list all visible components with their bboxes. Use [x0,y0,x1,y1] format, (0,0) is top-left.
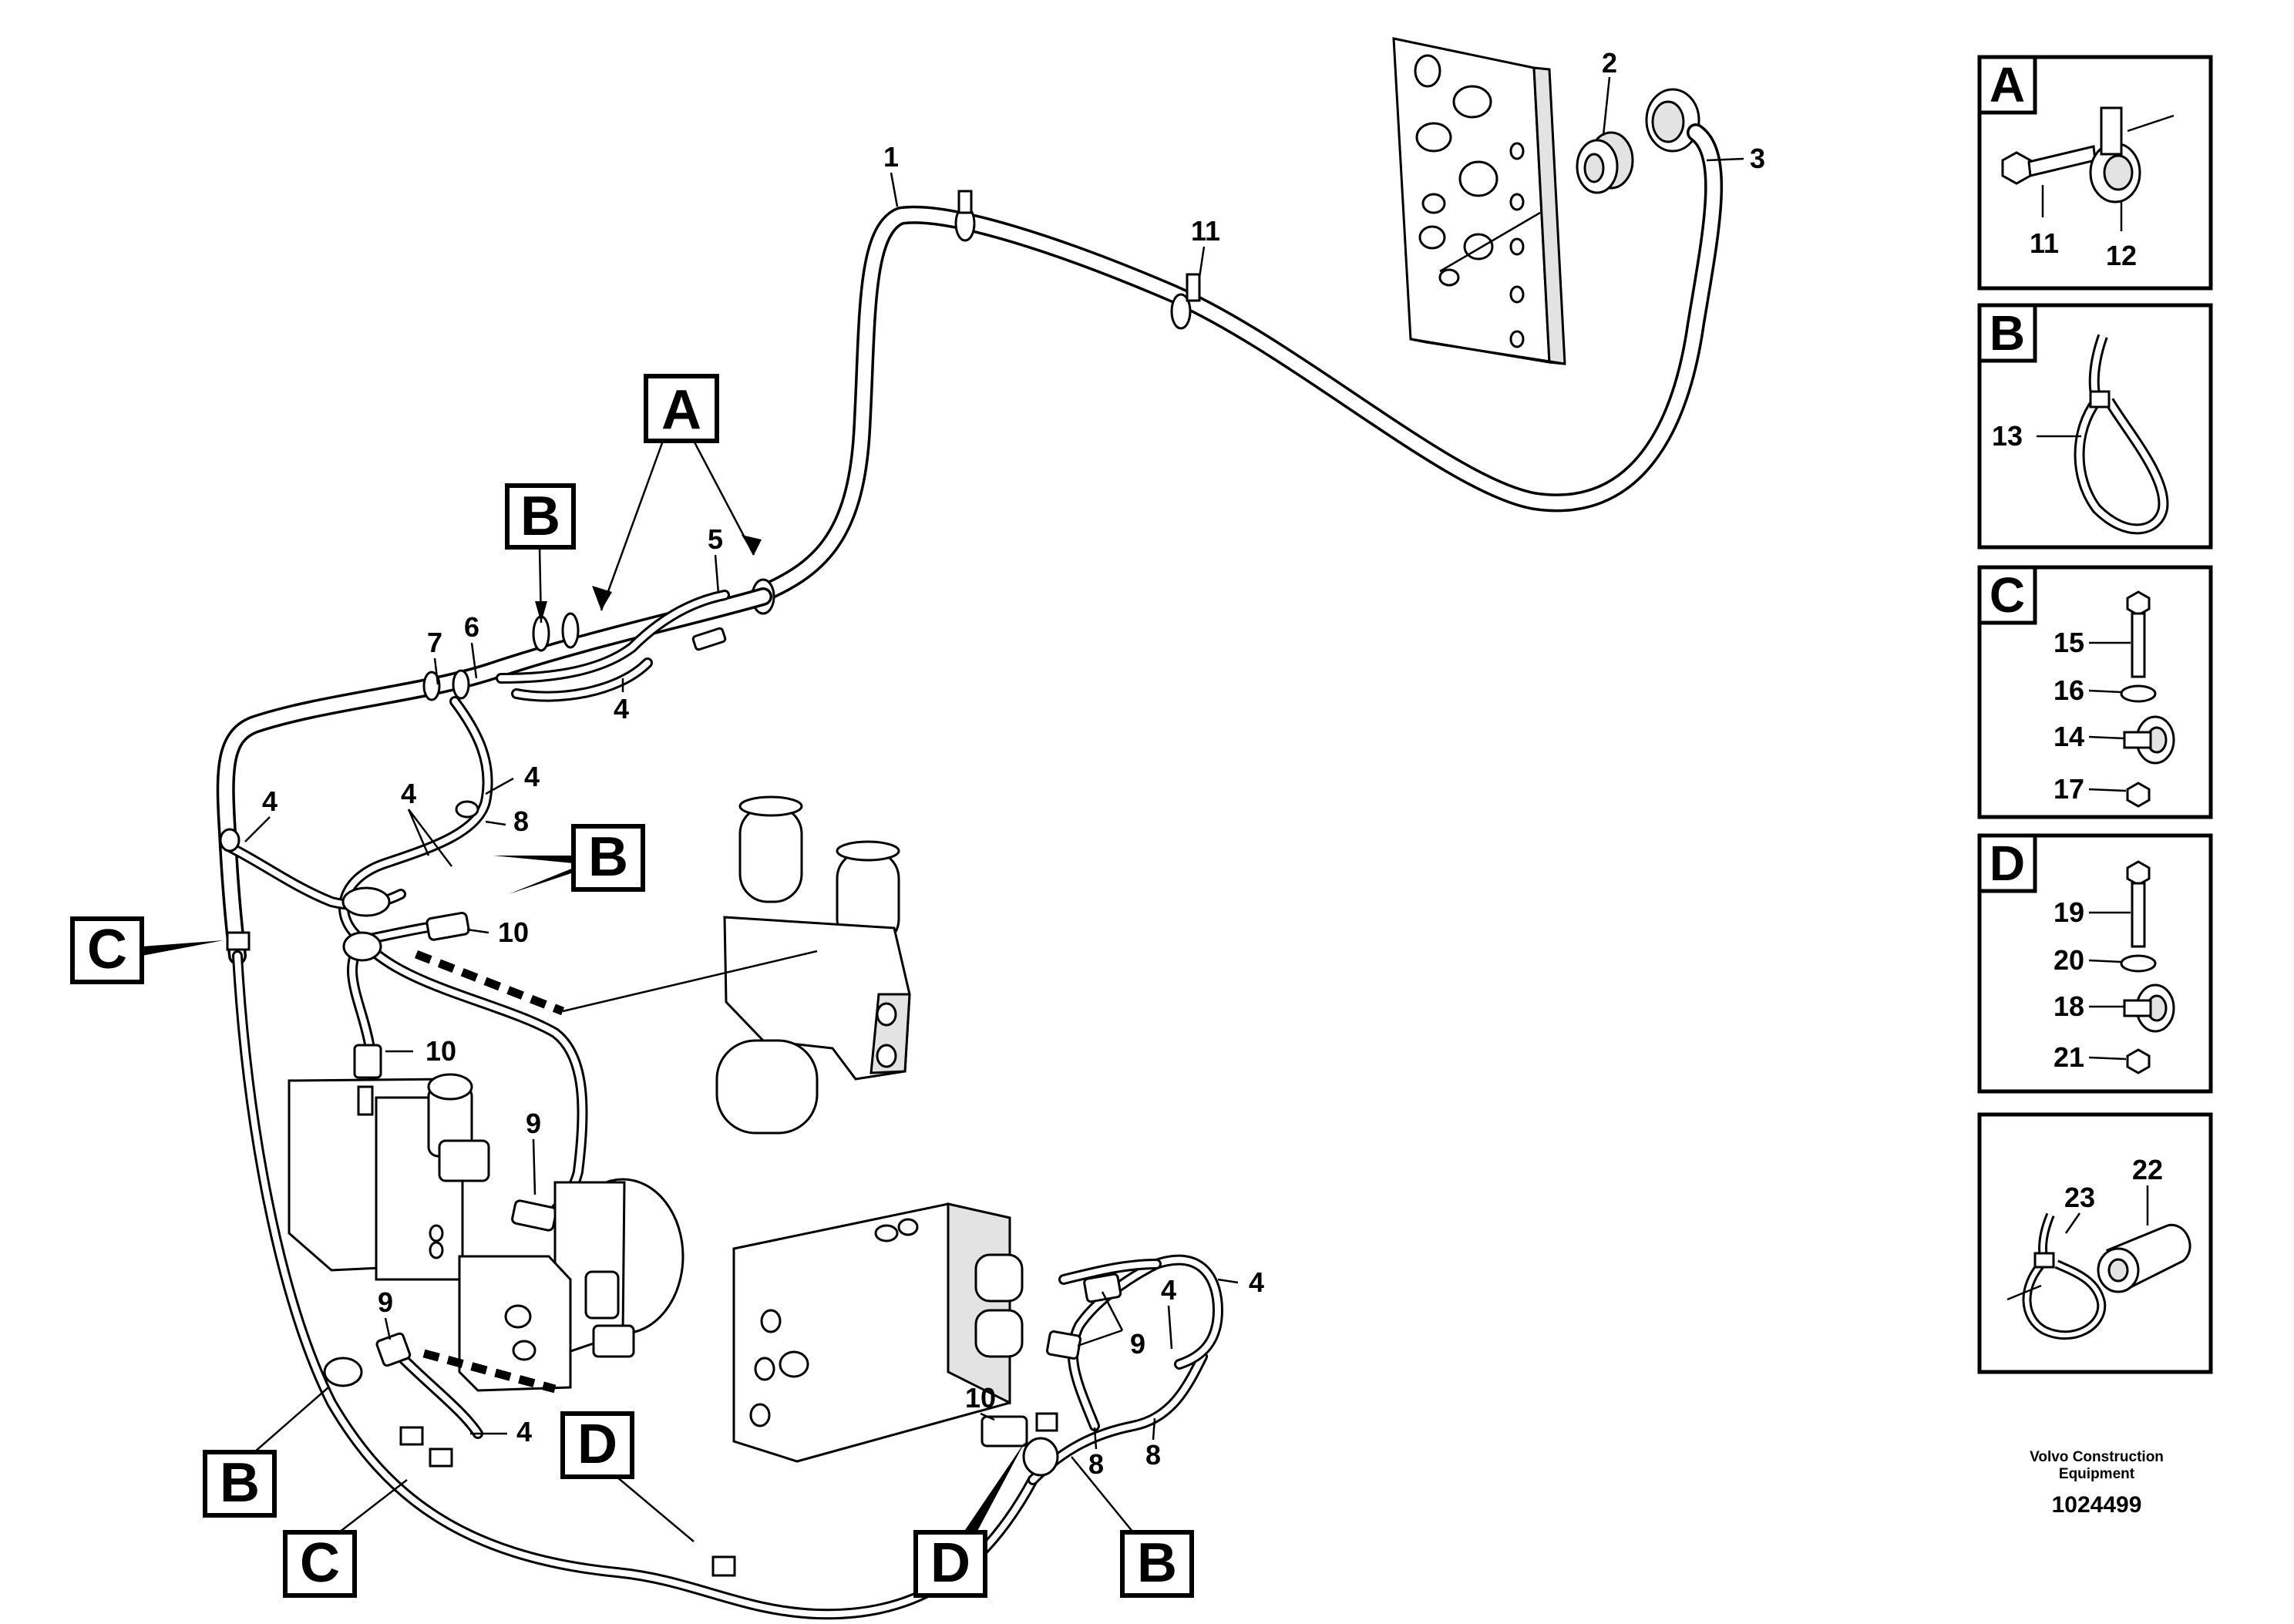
part-label-4-c: 4 [262,785,278,817]
callout-boxes: A B B C B C D D B [70,374,1194,1598]
part-number-labels: 1 2 3 11 5 6 7 4 4 4 4 8 10 10 9 9 4 4 [244,47,1765,1480]
panel-b-letter: B [1990,305,2025,361]
main-valve-block [732,1202,1024,1463]
callout-c-label-left: C [87,919,127,980]
nut-icon [2126,782,2151,808]
part-label-6: 6 [464,611,479,643]
panel-a-letter: A [1990,57,2025,113]
part-label-3: 3 [1750,143,1765,174]
part-label-4-d: 4 [401,778,416,809]
clamp-icon [2123,715,2175,765]
part-label-10-b: 10 [426,1035,456,1067]
clamp-icon [2089,106,2141,203]
washer-icon [2120,684,2157,703]
panel-d-letter: D [1990,836,2025,891]
drawing-number: 1024499 [2052,1492,2142,1518]
part-label-9-c: 9 [1130,1328,1145,1360]
manufacturer-line-1: Volvo Construction [2030,1449,2164,1465]
part-label-10-a: 10 [498,916,529,948]
part-label-5: 5 [708,523,723,555]
panel-c-letter: C [1990,567,2025,623]
bolt-icon [2126,860,2151,948]
cable-tie-icon [2022,1212,2107,1340]
part-label-21: 21 [2054,1041,2084,1073]
part-label-13: 13 [1992,420,2023,452]
callout-b-label-lower-left: B [220,1452,260,1514]
detail-panel-b: B 13 [1977,303,2213,550]
pump-motor [458,1178,684,1392]
callout-d-box-right [913,1530,987,1598]
connectors [353,627,1122,1447]
part-label-4-e: 4 [516,1416,532,1447]
manufacturer-line-2: Equipment [2059,1466,2135,1482]
bulkhead-fitting [1576,131,1634,194]
part-label-20: 20 [2054,944,2084,976]
solenoid-valve-left [288,1073,490,1281]
main-hose [750,123,1724,615]
part-label-10-c: 10 [965,1382,996,1414]
washer-icon [2120,954,2157,973]
cable-tie-icon [2074,334,2169,535]
detail-panel-d: D 19 20 18 21 [1977,833,2213,1094]
part-label-11-top: 11 [1191,215,1220,247]
part-label-18: 18 [2054,990,2084,1022]
callout-b-label-right: B [1137,1532,1177,1594]
dashed-links [415,950,818,1394]
part-label-9-b: 9 [378,1286,393,1318]
callout-c-label-lower: C [300,1532,340,1594]
callout-d-box-middle [560,1411,634,1479]
part-label-4-b: 4 [524,761,540,792]
callout-b-label-upper: B [520,486,560,547]
callout-b-box-lower-left [203,1450,277,1518]
part-label-2: 2 [1602,47,1617,79]
clamp-icon [2123,983,2175,1033]
detail-panel-e: 23 22 [1977,1112,2213,1374]
part-label-11-panel: 11 [2030,227,2059,259]
callout-c-box-left [70,916,144,984]
part-label-8-a: 8 [513,805,529,837]
nut-icon [2126,1048,2151,1074]
callout-b-box-right [1120,1530,1194,1598]
part-label-4-a: 4 [614,693,629,725]
callout-b-box-upper [505,483,576,550]
callout-c-box-lower [283,1530,357,1598]
sleeve-icon [2097,1223,2191,1293]
part-label-19: 19 [2054,896,2084,928]
callout-b-label-middle: B [588,826,628,888]
part-label-8-b: 8 [1088,1448,1104,1480]
elbow-fitting [1645,88,1700,153]
part-label-17: 17 [2054,773,2084,805]
part-label-12: 12 [2106,240,2137,271]
callout-d-label-right: D [930,1532,970,1594]
callout-a-label: A [661,379,701,441]
detail-panel-c: C 15 16 14 17 [1977,565,2213,819]
part-label-15: 15 [2054,627,2084,658]
part-label-4-f: 4 [1249,1266,1264,1298]
part-label-14: 14 [2054,721,2084,752]
part-label-4-g: 4 [1161,1274,1176,1306]
part-label-7: 7 [427,627,442,658]
callout-d-label-middle: D [577,1414,617,1475]
drawing-caption: Volvo Construction Equipment 1024499 [2030,1449,2164,1518]
part-label-9-a: 9 [526,1108,541,1139]
bolt-icon [2001,145,2097,185]
detail-panel-a: A 11 12 [1977,55,2213,291]
part-label-1: 1 [883,141,899,173]
wiring-harness [216,587,1223,1620]
accumulator-block [715,795,911,1135]
part-label-22: 22 [2132,1154,2163,1185]
bolt-icon [2126,590,2151,678]
part-label-16: 16 [2054,674,2084,706]
mounting-plate [1392,37,1566,365]
part-label-8-c: 8 [1145,1439,1161,1471]
part-label-23: 23 [2064,1182,2095,1213]
callout-a-box [644,374,719,443]
